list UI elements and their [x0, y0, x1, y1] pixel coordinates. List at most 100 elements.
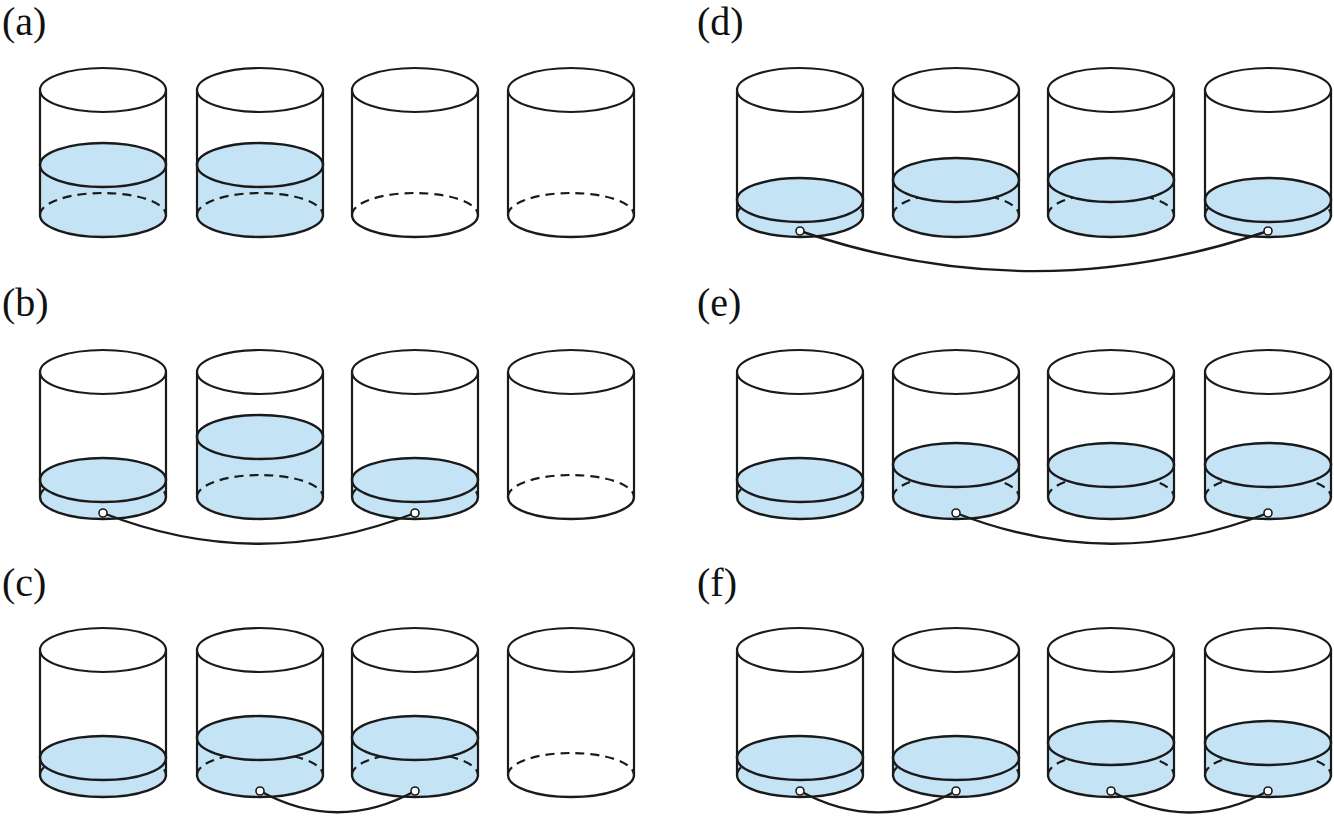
beaker-wall: [1047, 650, 1049, 775]
beaker-row: [40, 68, 634, 237]
beaker-base-front: [1205, 497, 1331, 519]
beaker: [197, 350, 323, 519]
panel-label: (c): [2, 563, 46, 603]
beaker: [737, 68, 863, 237]
beaker: [508, 350, 634, 519]
beaker-base-front: [352, 497, 478, 519]
beaker-base-back: [508, 193, 634, 215]
water-surface: [893, 443, 1019, 487]
beaker-base-front: [197, 775, 323, 797]
beaker: [1048, 628, 1174, 797]
beaker: [893, 628, 1019, 797]
beaker-wall: [1018, 90, 1020, 215]
water-surface: [197, 415, 323, 459]
beaker: [40, 350, 166, 519]
tube-port: [796, 227, 804, 235]
beaker-base-back: [508, 475, 634, 497]
beaker-wall: [892, 650, 894, 775]
beaker-wall: [507, 372, 509, 497]
beaker-rim: [1205, 628, 1331, 672]
beaker-wall: [196, 90, 198, 215]
beaker: [1205, 68, 1331, 237]
panel-label: (a): [2, 2, 46, 42]
water-surface: [197, 143, 323, 187]
tube-port: [1264, 509, 1272, 517]
beaker-rim: [1048, 628, 1174, 672]
beaker-wall: [862, 650, 864, 775]
beaker: [197, 628, 323, 797]
tube-port: [411, 509, 419, 517]
water-surface: [737, 178, 863, 222]
beaker-base-front: [1205, 215, 1331, 237]
beaker-rim: [1205, 350, 1331, 394]
beaker-wall: [862, 90, 864, 215]
beaker: [1205, 628, 1331, 797]
tube-port: [1107, 787, 1115, 795]
beaker-rim: [197, 68, 323, 112]
beaker: [893, 68, 1019, 237]
beaker-rim: [737, 68, 863, 112]
beaker-wall: [1018, 650, 1020, 775]
beaker-wall: [351, 372, 353, 497]
beaker-row: [737, 628, 1331, 812]
tube-port: [952, 509, 960, 517]
beaker: [508, 628, 634, 797]
beaker-wall: [736, 650, 738, 775]
beaker-wall: [633, 372, 635, 497]
beaker-base-front: [197, 215, 323, 237]
beaker-wall: [351, 650, 353, 775]
beaker-base-front: [40, 497, 166, 519]
beaker-base-back: [40, 193, 166, 215]
beaker: [737, 350, 863, 519]
beaker-base-front: [1205, 775, 1331, 797]
beaker-base-front: [1048, 497, 1174, 519]
panel-label: (d): [697, 2, 744, 42]
beaker-rim: [40, 350, 166, 394]
panel-label: (b): [2, 283, 49, 323]
beaker-rim: [508, 628, 634, 672]
beaker-wall: [322, 650, 324, 775]
beaker-wall: [1204, 90, 1206, 215]
beaker: [197, 68, 323, 237]
beaker-base-front: [508, 497, 634, 519]
tube-port: [952, 787, 960, 795]
beaker-base-front: [1048, 215, 1174, 237]
beaker-wall: [736, 372, 738, 497]
beaker-wall: [1173, 372, 1175, 497]
connecting-tube: [103, 513, 415, 544]
beaker: [40, 68, 166, 237]
water-surface: [1048, 721, 1174, 765]
beaker-wall: [1018, 372, 1020, 497]
beaker-base-front: [1048, 775, 1174, 797]
connecting-tube: [1111, 791, 1268, 812]
water-surface: [1205, 443, 1331, 487]
beaker-wall: [1204, 650, 1206, 775]
tube-port: [796, 787, 804, 795]
connecting-tube: [800, 231, 1268, 271]
beaker-rim: [893, 68, 1019, 112]
beaker-rim: [352, 628, 478, 672]
beaker-wall: [892, 90, 894, 215]
beaker-base-back: [508, 753, 634, 775]
beaker-rim: [508, 68, 634, 112]
tube-port: [99, 509, 107, 517]
beaker-wall: [322, 372, 324, 497]
beaker-wall: [507, 650, 509, 775]
panel-label: (f): [697, 563, 737, 603]
beaker-rim: [1048, 350, 1174, 394]
beaker-wall: [1047, 90, 1049, 215]
beaker-wall: [165, 650, 167, 775]
beaker-wall: [477, 650, 479, 775]
beaker-base-front: [40, 775, 166, 797]
beaker-base-front: [40, 215, 166, 237]
water-surface: [40, 143, 166, 187]
water-surface: [1048, 158, 1174, 202]
beaker-rim: [40, 628, 166, 672]
beaker: [508, 68, 634, 237]
beaker-rim: [40, 68, 166, 112]
beaker-wall: [1173, 90, 1175, 215]
beaker: [352, 68, 478, 237]
beaker-row: [40, 628, 634, 812]
beaker-wall: [862, 372, 864, 497]
